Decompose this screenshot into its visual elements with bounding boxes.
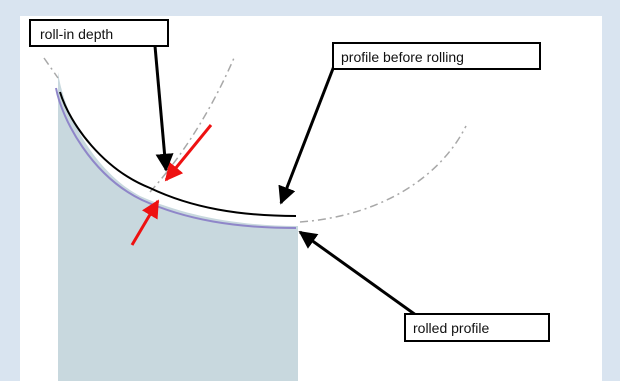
leader-arrow-profile-before-rolling bbox=[278, 65, 336, 205]
profile-before-rolling-curve bbox=[59, 91, 297, 217]
leader-arrow-roll-in-depth bbox=[153, 45, 174, 172]
callout-box-rolled-profile bbox=[404, 313, 550, 342]
construction-arc-right bbox=[299, 125, 467, 223]
leader-arrow-rolled-profile bbox=[298, 230, 421, 320]
depth-arrow-inner bbox=[130, 199, 160, 246]
callout-roll-in-depth: roll-in depth bbox=[29, 19, 169, 47]
construction-arc-left bbox=[43, 57, 59, 79]
construction-arc-upper bbox=[149, 57, 235, 193]
rolled-profile-curve bbox=[55, 87, 297, 229]
callout-label-roll-in-depth: roll-in depth bbox=[40, 26, 113, 42]
callout-profile-before-rolling: profile before rolling bbox=[332, 42, 541, 70]
callout-box-roll-in-depth bbox=[29, 19, 169, 47]
callout-label-rolled-profile: rolled profile bbox=[413, 320, 489, 336]
callout-box-profile-before-rolling bbox=[332, 42, 541, 70]
material-region bbox=[58, 72, 298, 381]
callout-label-profile-before-rolling: profile before rolling bbox=[341, 49, 464, 65]
callout-rolled-profile: rolled profile bbox=[404, 313, 550, 342]
